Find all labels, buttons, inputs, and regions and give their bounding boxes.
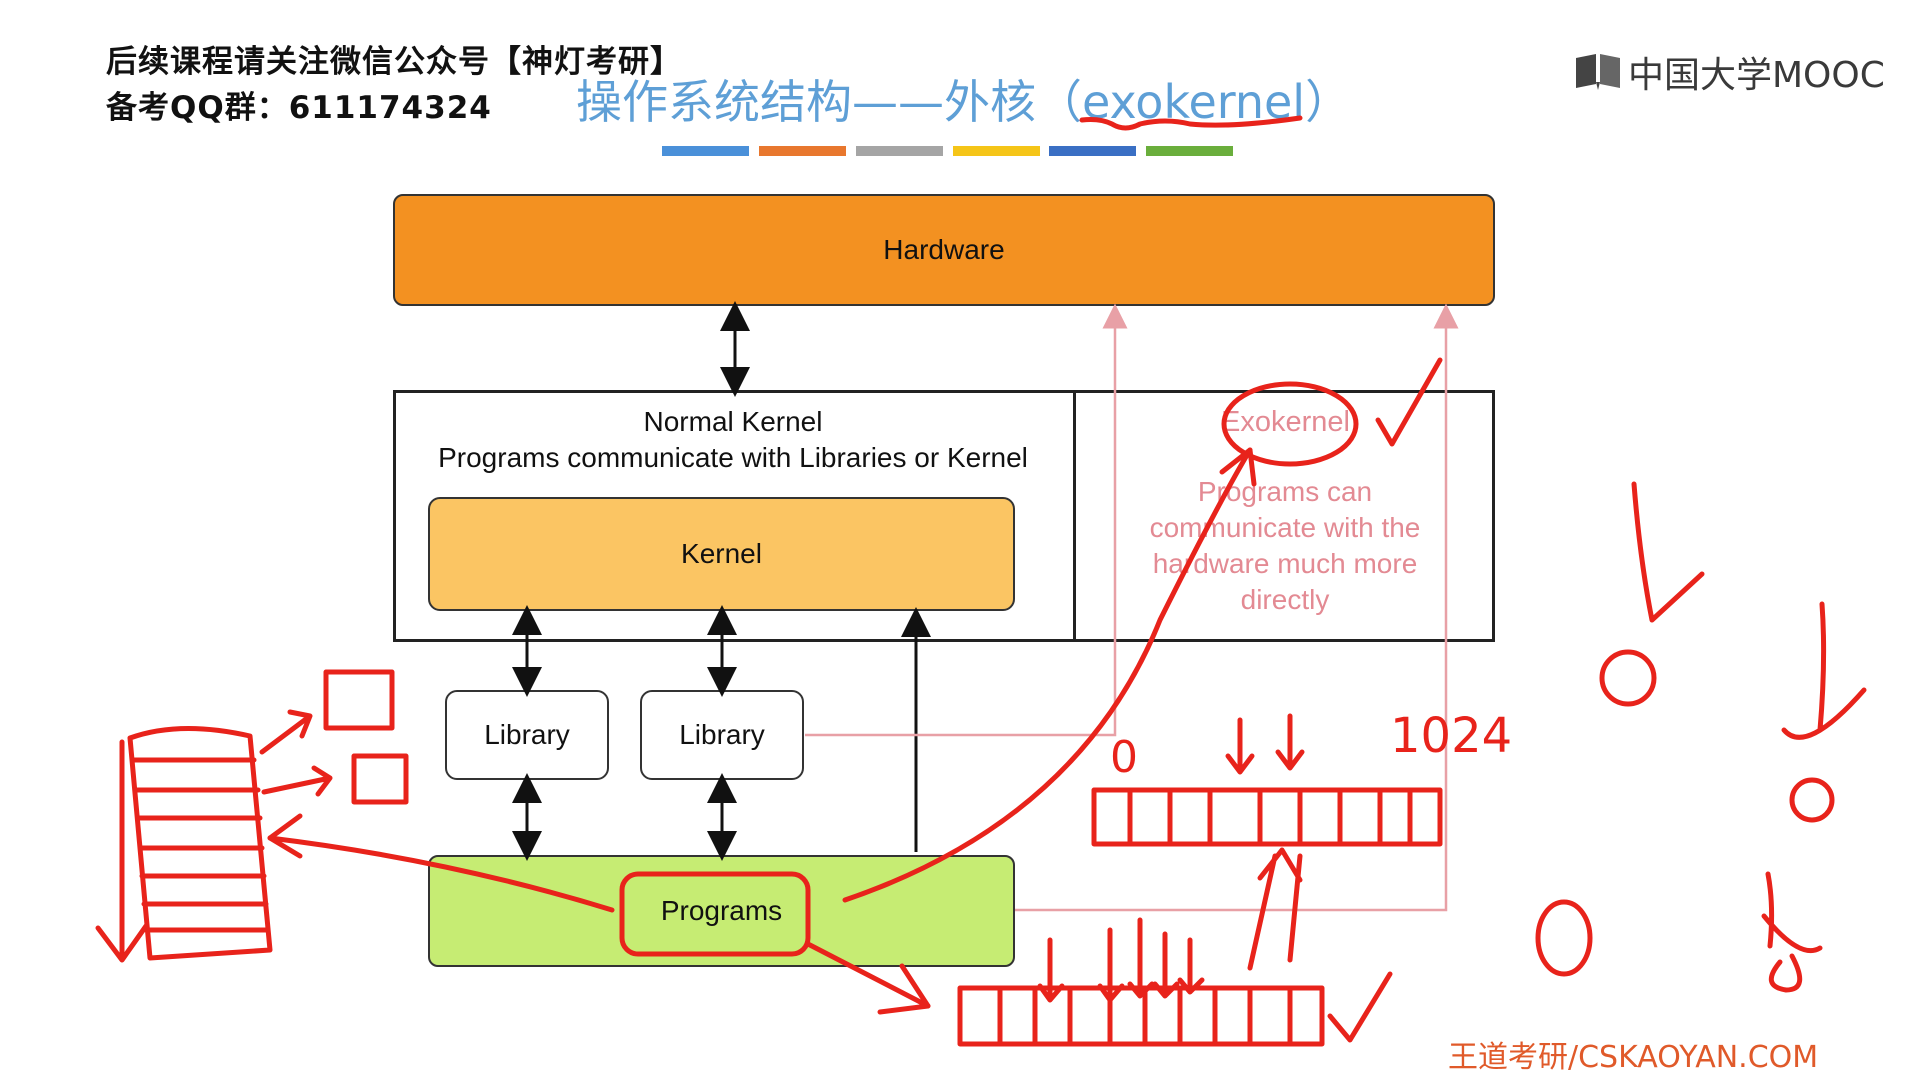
- normal-kernel-title: Normal Kernel: [643, 406, 823, 437]
- exokernel-connectors: [805, 303, 1459, 912]
- curve-arrowhead: [1219, 447, 1257, 487]
- accent-bar-4: [953, 146, 1040, 156]
- storage-bar-top-arrows: [1225, 713, 1305, 775]
- storage-arrowhead: [877, 963, 931, 1015]
- exokernel-desc-line-3: hardware much more: [1152, 548, 1418, 579]
- kernel-box: Kernel: [428, 497, 1015, 611]
- normal-kernel-label: Normal Kernel Programs communicate with …: [393, 404, 1073, 476]
- sketch-circle-3: [1535, 899, 1593, 977]
- normal-kernel-subtitle: Programs communicate with Libraries or K…: [438, 442, 1028, 473]
- title-underline: [1079, 115, 1303, 131]
- programs-to-exokernel-curve: [842, 447, 1253, 903]
- accent-bar-6: [1146, 146, 1233, 156]
- accent-bar-3: [856, 146, 943, 156]
- stack-down-arrow: [95, 739, 149, 963]
- stack-branch-arrows: [259, 709, 333, 797]
- storage-bar-up-arrows: [1247, 847, 1303, 971]
- programs-to-stack-arrow: [267, 835, 615, 913]
- stack-square-1: [323, 669, 395, 731]
- sketch-circle-2: [1789, 777, 1835, 823]
- programs-to-storage-arrow: [805, 941, 931, 1009]
- programs-highlight: [619, 871, 811, 957]
- programs-hardware-path: [1015, 303, 1459, 912]
- library-box-2: Library: [640, 690, 804, 780]
- library-hardware-path: [805, 303, 1128, 737]
- exokernel-desc-line-4: directly: [1240, 584, 1330, 615]
- exokernel-desc-line-2: communicate with the: [1149, 512, 1421, 543]
- accent-bar-2: [759, 146, 846, 156]
- sketch-circle-1: [1599, 649, 1657, 707]
- hardware-box: Hardware: [393, 194, 1495, 306]
- stack-square-2: [351, 753, 409, 805]
- storage-bar-top-cells: [1127, 789, 1413, 845]
- storage-bar-bottom-cells: [997, 987, 1293, 1045]
- label-1024: 1024: [1390, 708, 1512, 764]
- storage-bar-bottom-arrows: [1037, 917, 1205, 1003]
- mooc-logo-text: 中国大学MOOC: [1628, 55, 1885, 96]
- stack-drawing: [127, 726, 273, 961]
- accent-bar-5: [1049, 146, 1136, 156]
- book-icon: [1576, 54, 1620, 90]
- diagram-connectors: [512, 301, 931, 861]
- exokernel-description: Programs can communicate with the hardwa…: [1110, 474, 1460, 618]
- watermark-wechat: 后续课程请关注微信公众号【神灯考研】: [106, 44, 682, 80]
- sketch-right-3: [1761, 871, 1823, 993]
- label-zero: 0: [1110, 732, 1138, 783]
- exokernel-checkmark: [1375, 357, 1443, 447]
- storage-bar-bottom-check: [1327, 971, 1393, 1043]
- storage-bar-top: [1091, 787, 1443, 847]
- hand-annotations: [95, 115, 1867, 1047]
- footer-brand: 王道考研/CSKAOYAN.COM: [1448, 1040, 1819, 1075]
- exokernel-label: Exokernel: [1221, 406, 1350, 438]
- slide-title: 操作系统结构——外核（exokernel）: [576, 75, 1352, 129]
- sketch-right-2: [1781, 601, 1867, 740]
- exokernel-circle: [1221, 381, 1359, 467]
- panel-divider: [1073, 390, 1076, 642]
- mooc-logo: 中国大学MOOC: [1574, 46, 1885, 98]
- stack-arrowhead: [267, 813, 303, 859]
- watermark-qq-group: 备考QQ群：611174324: [106, 90, 492, 126]
- accent-bar-1: [662, 146, 749, 156]
- library-box-1: Library: [445, 690, 609, 780]
- sketch-right-1: [1631, 481, 1705, 623]
